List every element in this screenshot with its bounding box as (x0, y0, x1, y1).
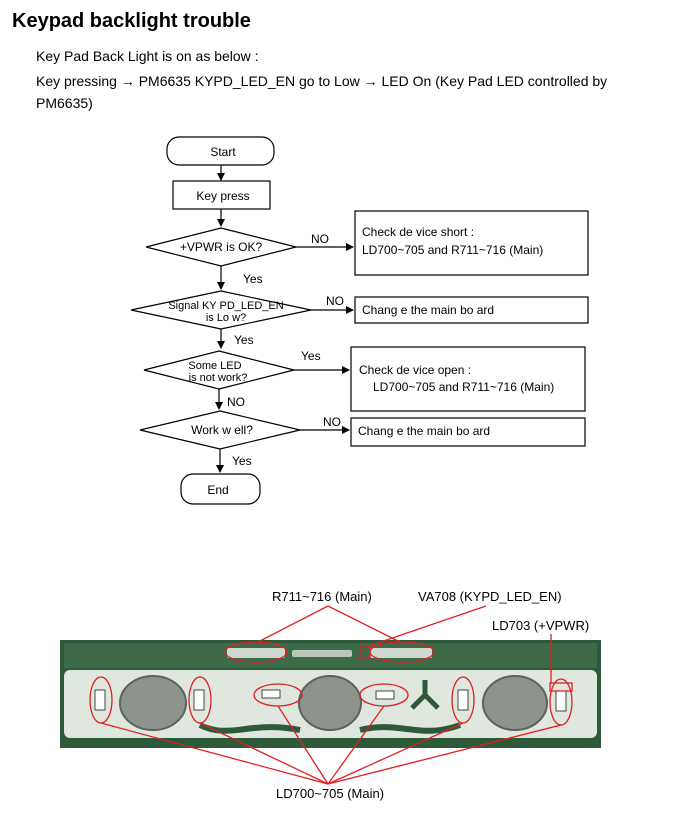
some-led-line-2: is not work? (189, 372, 248, 384)
check-open-line-2: LD700~705 and R711~716 (Main) (373, 380, 554, 394)
d3-yes-label: Yes (301, 349, 321, 363)
check-short-line-2: LD700~705 and R711~716 (Main) (362, 243, 543, 257)
ld703-label: LD703 (+VPWR) (492, 618, 589, 633)
d2-yes-label: Yes (234, 333, 254, 347)
d1-yes-label: Yes (243, 272, 263, 286)
d4-yes-label: Yes (232, 454, 252, 468)
intro-line-2: Key pressing → PM6635 KYPD_LED_EN go to … (36, 73, 608, 89)
d3-no-label: NO (227, 395, 245, 409)
signal-low-line-2: is Lo w? (206, 312, 246, 324)
key-press-label: Key press (196, 189, 249, 203)
pcb-board-photo (60, 640, 601, 748)
check-open-line-1: Check de vice open : (359, 363, 471, 377)
change-board-label-2: Chang e the main bo ard (358, 424, 490, 438)
d4-no-label: NO (323, 415, 341, 429)
check-open-box (350, 346, 586, 412)
pcb-photo-figure: R711~716 (Main) VA708 (KYPD_LED_EN) LD70… (60, 589, 601, 801)
some-led-line-1: Some LED (188, 360, 241, 372)
vpwr-ok-label: +VPWR is OK? (180, 240, 263, 254)
red-annotations (89, 605, 573, 785)
work-well-label: Work w ell? (191, 423, 253, 437)
flowchart: Start Key press +VPWR is OK? NO Yes Chec… (130, 136, 589, 505)
ld700-705-label: LD700~705 (Main) (276, 786, 384, 801)
change-board-label-1: Chang e the main bo ard (362, 303, 494, 317)
intro-line-1: Key Pad Back Light is on as below : (36, 48, 259, 64)
check-short-box (354, 210, 589, 276)
change-board-box-2 (350, 417, 586, 447)
change-board-box-1 (354, 296, 589, 324)
d2-no-label: NO (326, 294, 344, 308)
key-press-box (172, 180, 271, 210)
end-terminal (180, 473, 261, 505)
signal-low-line-1: Signal KY PD_LED_EN (168, 300, 283, 312)
d1-no-label: NO (311, 232, 329, 246)
start-label: Start (210, 145, 236, 159)
r711-716-label: R711~716 (Main) (272, 589, 372, 604)
end-label: End (207, 483, 228, 497)
check-short-line-1: Check de vice short : (362, 225, 474, 239)
page-title: Keypad backlight trouble (12, 10, 251, 32)
intro-line-3: PM6635) (36, 95, 93, 111)
va708-label: VA708 (KYPD_LED_EN) (418, 589, 562, 604)
